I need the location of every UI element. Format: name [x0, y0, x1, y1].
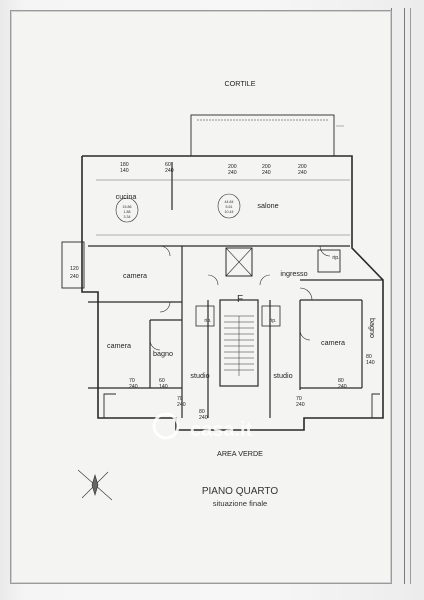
win-top-4-h: 240: [262, 170, 271, 176]
area-bubble-cucina: [115, 197, 139, 223]
door-swings: [149, 245, 331, 351]
stair-core: [219, 299, 259, 387]
area-bubble-salone: [217, 193, 241, 219]
win-top-1-w: 180: [120, 162, 129, 168]
win-b3-h: 240: [177, 402, 186, 408]
win-top-3-w: 200: [228, 164, 237, 170]
rip-top-box: [317, 249, 341, 273]
win-b5-h: 240: [296, 402, 305, 408]
window-dimensions: 180 140 60 240 200 240 200 240 200 240 1…: [70, 162, 375, 421]
lift-shaft: [225, 247, 253, 277]
win-b5-w: 70: [296, 396, 302, 402]
sheet-edge-line: [404, 8, 405, 584]
room-rip-right: rip.: [269, 318, 276, 324]
win-top-4-w: 200: [262, 164, 271, 170]
win-top-1-h: 140: [120, 168, 129, 174]
drawing-sheet: [10, 10, 392, 584]
room-salone: salone: [257, 201, 278, 210]
room-camera-left-top: camera: [123, 271, 147, 280]
win-r1-h: 140: [366, 360, 375, 366]
dimension-lines: [96, 125, 350, 236]
drawing-subtitle: situazione finale: [213, 499, 267, 508]
sheet-edge-line: [410, 8, 411, 584]
win-top-5-w: 200: [298, 164, 307, 170]
win-b4-w: 80: [199, 409, 205, 415]
room-studio-right: studio: [273, 371, 292, 380]
room-camera-left-bottom: camera: [107, 341, 131, 350]
win-top-3-h: 240: [228, 170, 237, 176]
win-top-5-h: 240: [298, 170, 307, 176]
room-rip-left: rip.: [204, 318, 211, 324]
watermark-text: casa.it: [190, 419, 253, 441]
win-b1-h: 240: [129, 384, 138, 390]
label-area-verde: AREA VERDE: [217, 449, 263, 458]
win-r1-w: 80: [366, 354, 372, 360]
room-camera-right: camera: [321, 338, 345, 347]
win-b2-w: 60: [159, 378, 165, 384]
win-b3-w: 70: [177, 396, 183, 402]
area-cucina-2: 1.88: [124, 210, 131, 214]
area-cucina-3: 3.34: [124, 215, 131, 219]
watermark-logo-icon: [152, 412, 180, 440]
win-b4-h: 240: [199, 415, 208, 421]
room-bagno-right: bagno: [368, 318, 377, 338]
compass-icon: [77, 469, 113, 501]
win-left-w: 120: [70, 266, 79, 272]
area-salone-2: 5.61: [226, 205, 233, 209]
drawing-title: PIANO QUARTO: [202, 486, 279, 497]
room-bagno-left: bagno: [153, 349, 173, 358]
room-ingresso: ingresso: [280, 269, 307, 278]
stair-treads: [224, 315, 254, 376]
room-cucina: cucina: [116, 192, 137, 201]
room-studio-left: studio: [190, 371, 209, 380]
outer-wall: [81, 155, 384, 431]
win-top-2-h: 240: [165, 168, 174, 174]
stair-letter: F: [237, 294, 243, 305]
area-salone-1: 44.84: [225, 200, 234, 204]
room-rip-top: rip.: [332, 255, 339, 261]
left-bay: [61, 241, 85, 289]
win-b6-h: 240: [338, 384, 347, 390]
area-salone-3: 10.44: [225, 210, 234, 214]
area-cucina-1: 15.86: [123, 205, 132, 209]
win-b1-w: 70: [129, 378, 135, 384]
label-cortile: CORTILE: [224, 79, 255, 88]
win-top-2-w: 60: [165, 162, 171, 168]
win-b2-h: 140: [159, 384, 168, 390]
win-left-h: 240: [70, 274, 79, 280]
win-b6-w: 80: [338, 378, 344, 384]
walls: [61, 114, 384, 431]
